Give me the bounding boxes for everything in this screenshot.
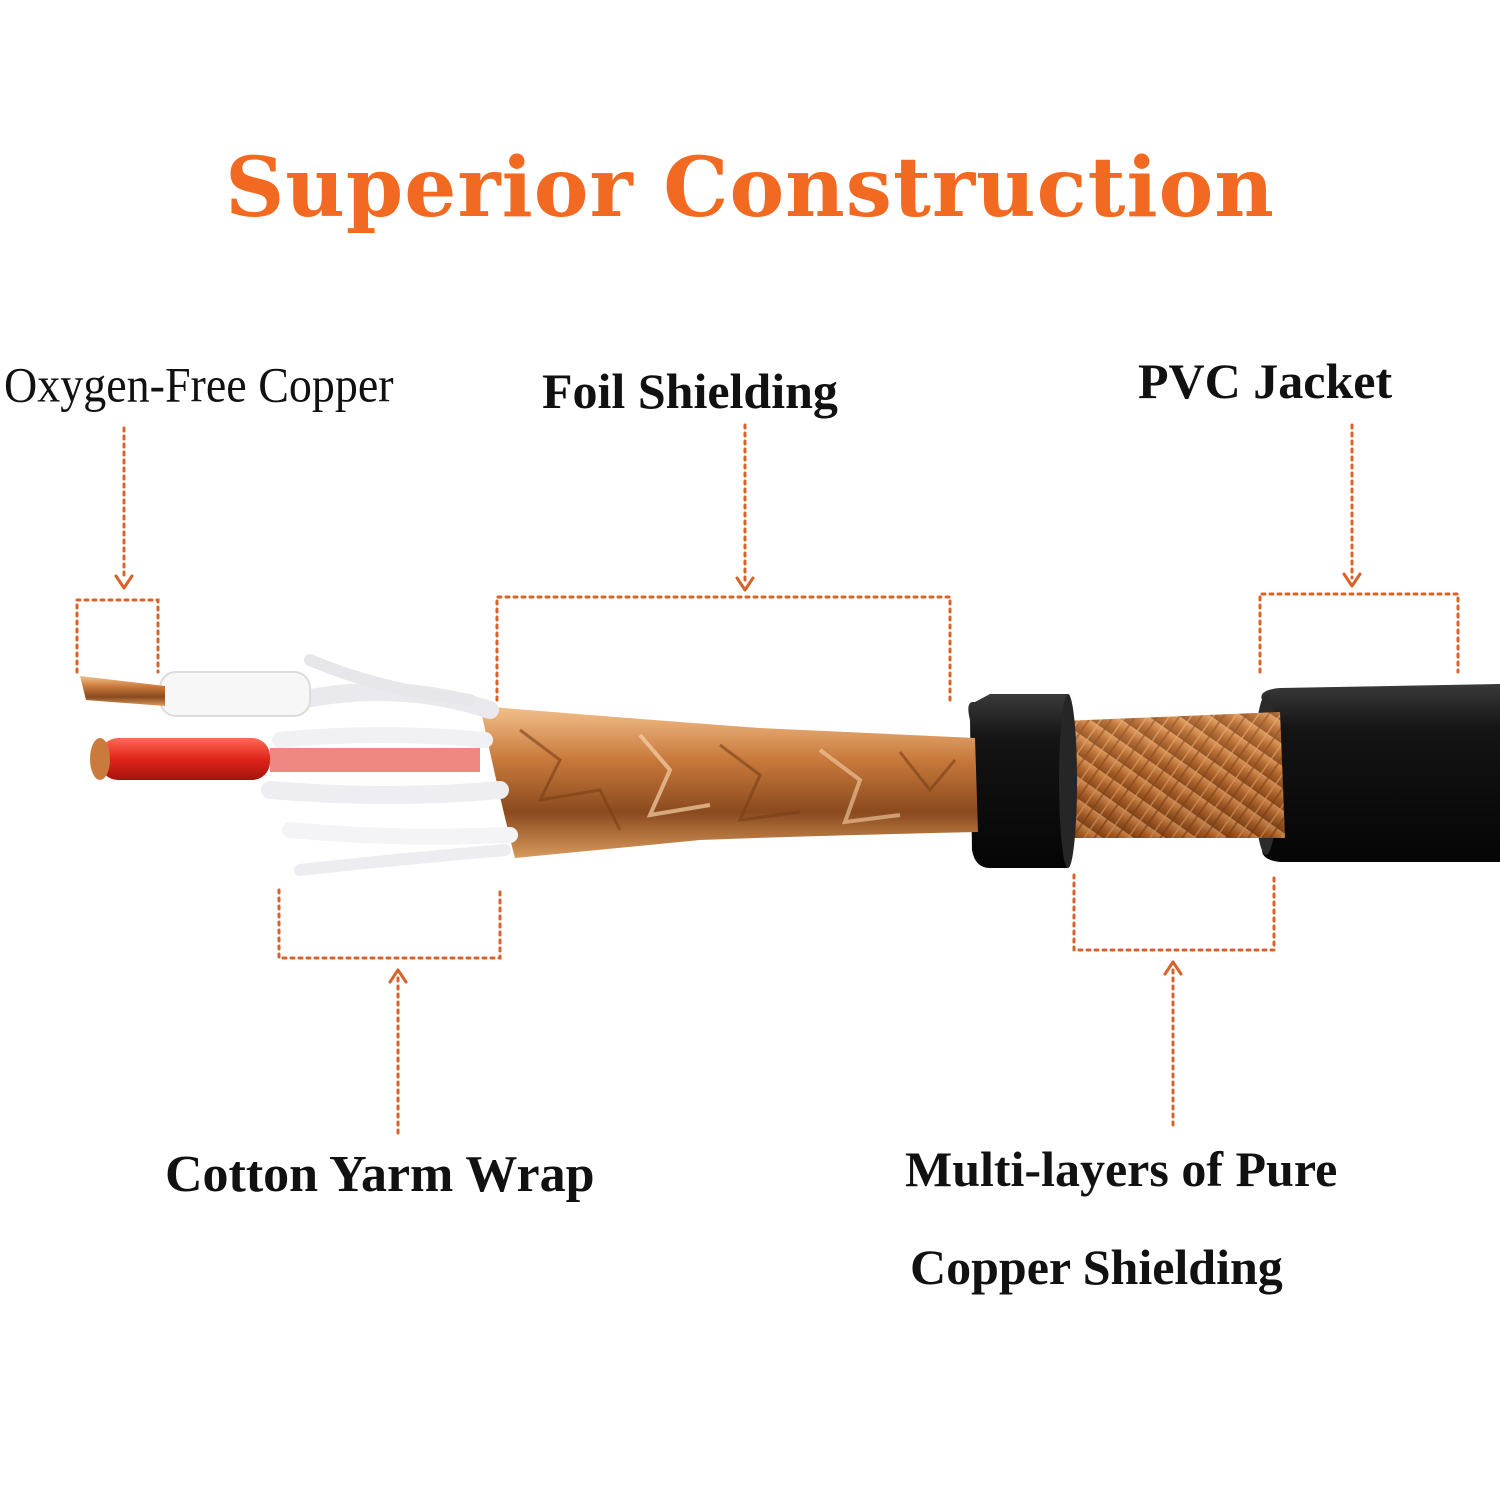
arrow-down-icon (735, 576, 755, 592)
red-conductor (90, 738, 480, 780)
foil-shield (480, 706, 978, 858)
label-cotton-yarn-wrap: Cotton Yarm Wrap (165, 1146, 595, 1203)
label-oxygen-free-copper: Oxygen-Free Copper (4, 357, 394, 413)
cotton-fibers (261, 654, 518, 876)
arrow-down-icon (1342, 572, 1362, 588)
label-copper-shielding-line1: Multi-layers of Pure (905, 1141, 1338, 1197)
inner-ring (968, 694, 1077, 868)
arrow-up-icon (1163, 960, 1183, 976)
white-conductor (80, 671, 311, 717)
arrow-up-icon (388, 968, 408, 984)
callouts (75, 423, 1460, 1137)
arrow-down-icon (114, 574, 134, 590)
label-foil-shielding: Foil Shielding (542, 363, 838, 419)
label-copper-shielding-line2: Copper Shielding (910, 1239, 1283, 1295)
arrow-icons (114, 572, 1362, 984)
pvc-jacket (1254, 684, 1500, 862)
label-pvc-jacket: PVC Jacket (1138, 353, 1393, 409)
copper-braid (1040, 712, 1285, 838)
page-title: Superior Construction (225, 140, 1275, 236)
